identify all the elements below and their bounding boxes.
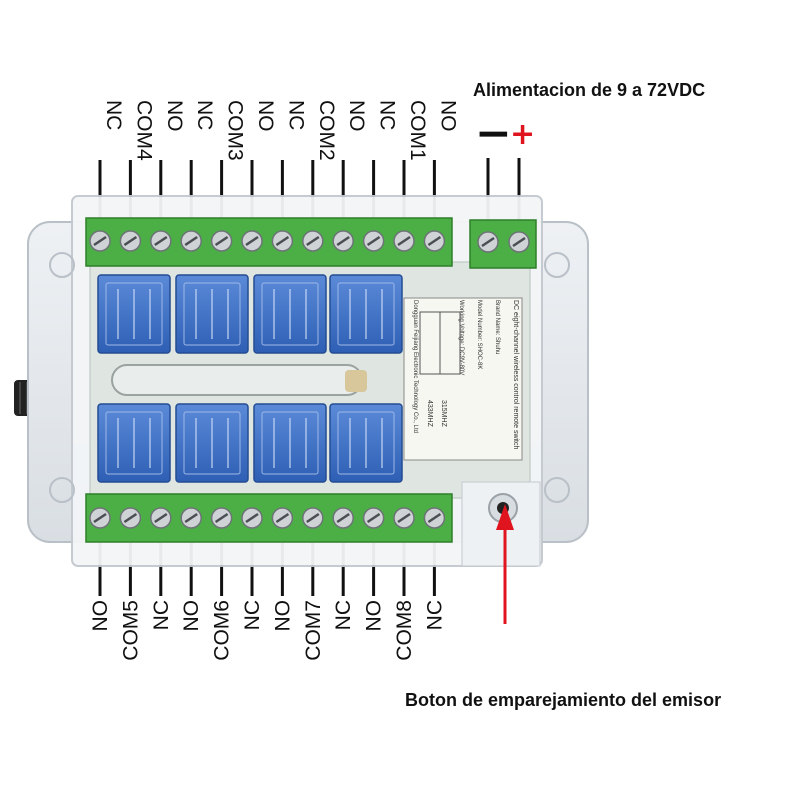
top-terminal-screw[interactable]	[271, 230, 294, 252]
bottom-terminal-screw[interactable]	[393, 507, 415, 529]
top-terminal-label: COM3	[224, 100, 247, 161]
power-terminal-block	[469, 219, 537, 269]
pairing-arrow	[496, 504, 514, 624]
top-terminal-screw[interactable]	[332, 230, 354, 252]
positive-polarity-sign: +	[510, 117, 536, 152]
label-voltage: Working Voltage: DC9V-80V	[458, 300, 464, 375]
bottom-terminal-screw[interactable]	[89, 507, 111, 529]
power-supply-caption: Alimentacion de 9 a 72VDC	[473, 80, 706, 100]
top-terminal-label: COM1	[406, 100, 429, 161]
top-terminal-label: NC	[376, 100, 399, 130]
top-terminal-screw[interactable]	[302, 230, 324, 252]
bottom-terminal-screw[interactable]	[332, 507, 354, 529]
top-terminal-label: NO	[163, 100, 186, 132]
pairing-button-caption: Boton de emparejamiento del emisor	[405, 690, 722, 710]
label-freq-a: 315MHZ	[440, 400, 447, 428]
bottom-terminal-label: COM8	[393, 600, 416, 661]
label-title: DC eight-channel wireless control remote…	[512, 300, 519, 449]
top-terminal-screw[interactable]	[150, 230, 172, 252]
bottom-terminal-label: NO	[89, 600, 112, 632]
bottom-terminal-screw[interactable]	[119, 507, 142, 529]
relay-top	[329, 274, 403, 354]
module-label: DC eight-channel wireless control remote…	[403, 297, 523, 461]
label-maker: Dongguan Feijiang Electronic Technology …	[412, 300, 418, 433]
bottom-terminal-screw[interactable]	[150, 507, 172, 529]
bottom-terminal-screw[interactable]	[423, 507, 446, 529]
bottom-terminal-label: COM5	[119, 600, 142, 661]
relay-top	[175, 274, 249, 354]
relay-top	[253, 274, 327, 354]
bottom-terminal-screw[interactable]	[271, 507, 294, 529]
power-positive-screw[interactable]	[508, 231, 530, 253]
top-terminal-block	[85, 217, 453, 267]
bottom-terminal-label: NC	[150, 600, 173, 630]
bottom-terminal-screw[interactable]	[210, 507, 233, 529]
relay-bank	[97, 274, 403, 483]
top-terminal-screw[interactable]	[362, 230, 385, 252]
relay-bottom	[253, 403, 327, 483]
label-model: Model Number: SHOC-8K	[476, 300, 482, 369]
relay-bottom	[175, 403, 249, 483]
top-terminal-label: NC	[284, 100, 307, 130]
bottom-terminal-label: COM6	[211, 600, 234, 661]
power-negative-screw[interactable]	[477, 231, 499, 253]
top-terminal-label: NO	[436, 100, 459, 132]
bottom-terminal-screw[interactable]	[241, 507, 263, 529]
top-terminal-label: NC	[193, 100, 216, 130]
relay-bottom	[329, 403, 403, 483]
top-terminal-screw[interactable]	[119, 230, 142, 252]
pairing-button[interactable]	[461, 481, 541, 567]
top-terminal-screw[interactable]	[180, 230, 202, 252]
bottom-terminal-screw[interactable]	[180, 507, 202, 529]
top-terminal-label: NC	[102, 100, 125, 130]
top-terminal-screw[interactable]	[393, 230, 415, 252]
top-terminal-screw[interactable]	[241, 230, 263, 252]
bottom-terminal-block	[85, 493, 453, 543]
crystal	[345, 370, 367, 392]
bottom-terminal-label: NC	[332, 600, 355, 630]
label-brand: Brand Name: Shuhu	[494, 300, 500, 354]
relay-top	[97, 274, 171, 354]
bottom-terminal-label: NO	[271, 600, 294, 632]
bottom-terminal-screw[interactable]	[362, 507, 385, 529]
crystal-slot	[111, 364, 363, 396]
top-terminal-label: NO	[254, 100, 277, 132]
bottom-terminal-label: COM7	[302, 600, 325, 661]
bottom-terminal-label: NC	[241, 600, 264, 630]
top-terminal-screw[interactable]	[89, 230, 111, 252]
relay-bottom	[97, 403, 171, 483]
top-terminal-screw[interactable]	[423, 230, 446, 252]
label-freq-b: 433MHZ	[426, 400, 433, 428]
top-terminal-label: COM4	[132, 100, 155, 161]
top-terminal-label: NO	[345, 100, 368, 132]
top-terminal-label: COM2	[315, 100, 338, 161]
top-terminal-screw[interactable]	[210, 230, 233, 252]
bottom-terminal-screw[interactable]	[302, 507, 324, 529]
negative-polarity-sign: −	[475, 108, 512, 159]
bottom-terminal-label: NC	[423, 600, 446, 630]
bottom-terminal-label: NO	[180, 600, 203, 632]
bottom-terminal-label: NO	[363, 600, 386, 632]
